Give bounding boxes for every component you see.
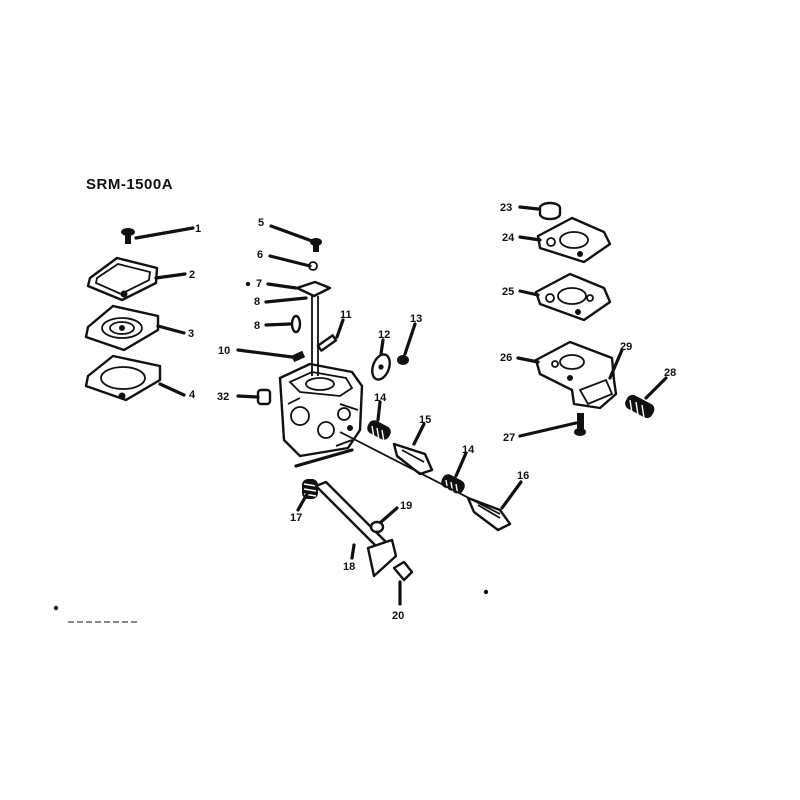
callout-8a: 8: [254, 296, 260, 308]
leader-29: [608, 348, 624, 380]
leader-2: [154, 272, 187, 280]
part-screw-1: [121, 228, 135, 244]
leader-17: [296, 492, 309, 512]
callout-25: 25: [502, 286, 514, 298]
part-spring-14a: [367, 420, 391, 443]
leader-15: [412, 422, 426, 446]
part-lever-7: [295, 280, 332, 298]
leader-13: [403, 322, 417, 356]
part-knob-20: [392, 560, 414, 582]
leader-14b: [454, 451, 468, 478]
part-pump-body-26: [534, 340, 618, 410]
callout-12a: 12: [378, 329, 390, 341]
leader-3: [156, 324, 186, 335]
part-choke-lever-18: [314, 480, 398, 578]
callout-7: 7: [256, 278, 262, 290]
part-screw-27: [574, 413, 586, 436]
callout-23a: 23: [500, 202, 512, 214]
callout-24: 24: [502, 232, 515, 244]
part-screw-13: [397, 355, 409, 365]
scan-speck: [483, 589, 489, 595]
leader-16: [500, 480, 523, 510]
scan-speck: [245, 281, 251, 287]
callout-10: 10: [218, 345, 230, 357]
callout-11: 11: [340, 309, 352, 321]
part-gasket-24: [536, 216, 612, 264]
leader-11: [335, 318, 345, 339]
callout-15: 15: [419, 414, 431, 426]
part-needle-15: [392, 442, 434, 476]
leader-6: [268, 254, 312, 268]
callout-32: 32: [217, 391, 229, 403]
callout-20: 20: [392, 610, 404, 622]
part-needle-16: [466, 496, 512, 532]
callout-18: 18: [343, 561, 355, 573]
callout-28: 28: [664, 367, 676, 379]
part-shaft: [311, 296, 319, 376]
leader-1: [134, 226, 195, 240]
leader-23a: [518, 205, 540, 211]
part-gasket-25: [534, 272, 612, 322]
part-pin-11: [316, 334, 338, 352]
leader-12a: [379, 338, 385, 356]
callout-5: 5: [258, 217, 264, 229]
leader-28: [644, 376, 668, 400]
callout-29: 29: [620, 341, 632, 353]
part-cover-2: [86, 256, 159, 302]
callout-19: 19: [400, 500, 412, 512]
leader-25: [518, 289, 540, 297]
leader-8b: [264, 322, 292, 327]
leader-18: [350, 543, 356, 560]
callout-14b: 14: [462, 444, 475, 456]
part-gasket-4: [84, 354, 162, 402]
part-cap-23: [538, 201, 562, 221]
part-plug-32: [256, 388, 272, 406]
leader-26: [516, 356, 540, 364]
callout-6: 6: [257, 249, 263, 261]
part-diaphragm-3: [84, 304, 160, 352]
leader-5: [269, 224, 314, 243]
part-oring-8: [290, 314, 302, 334]
diagram-title: SRM-1500A: [86, 176, 174, 193]
callout-13: 13: [410, 313, 422, 325]
guide-line-lower: [294, 448, 354, 468]
callout-27: 27: [503, 432, 515, 444]
leader-8a: [264, 296, 308, 304]
part-fitting-28: [625, 394, 655, 419]
leader-32: [236, 394, 260, 399]
callout-3: 3: [188, 328, 194, 340]
callout-14a: 14: [374, 392, 387, 404]
callout-1: 1: [195, 223, 201, 235]
leader-24: [518, 235, 542, 242]
callout-17: 17: [290, 512, 302, 524]
callout-8b: 8: [254, 320, 260, 332]
axis-line-needles: [339, 431, 501, 515]
callout-2: 2: [189, 269, 195, 281]
part-clip-19: [369, 520, 385, 534]
leader-10: [236, 348, 294, 359]
part-throttle-plate-12: [371, 353, 391, 381]
part-carburetor-body: [278, 362, 364, 458]
leader-4: [158, 382, 186, 397]
leader-7: [266, 282, 298, 290]
scan-speck: [53, 605, 59, 611]
leader-19: [379, 506, 399, 524]
leader-14a: [376, 400, 382, 422]
part-spring-10: [291, 350, 306, 363]
callout-16: 16: [517, 470, 529, 482]
callout-26: 26: [500, 352, 512, 364]
leader-27: [518, 421, 578, 438]
callout-4: 4: [189, 389, 196, 401]
